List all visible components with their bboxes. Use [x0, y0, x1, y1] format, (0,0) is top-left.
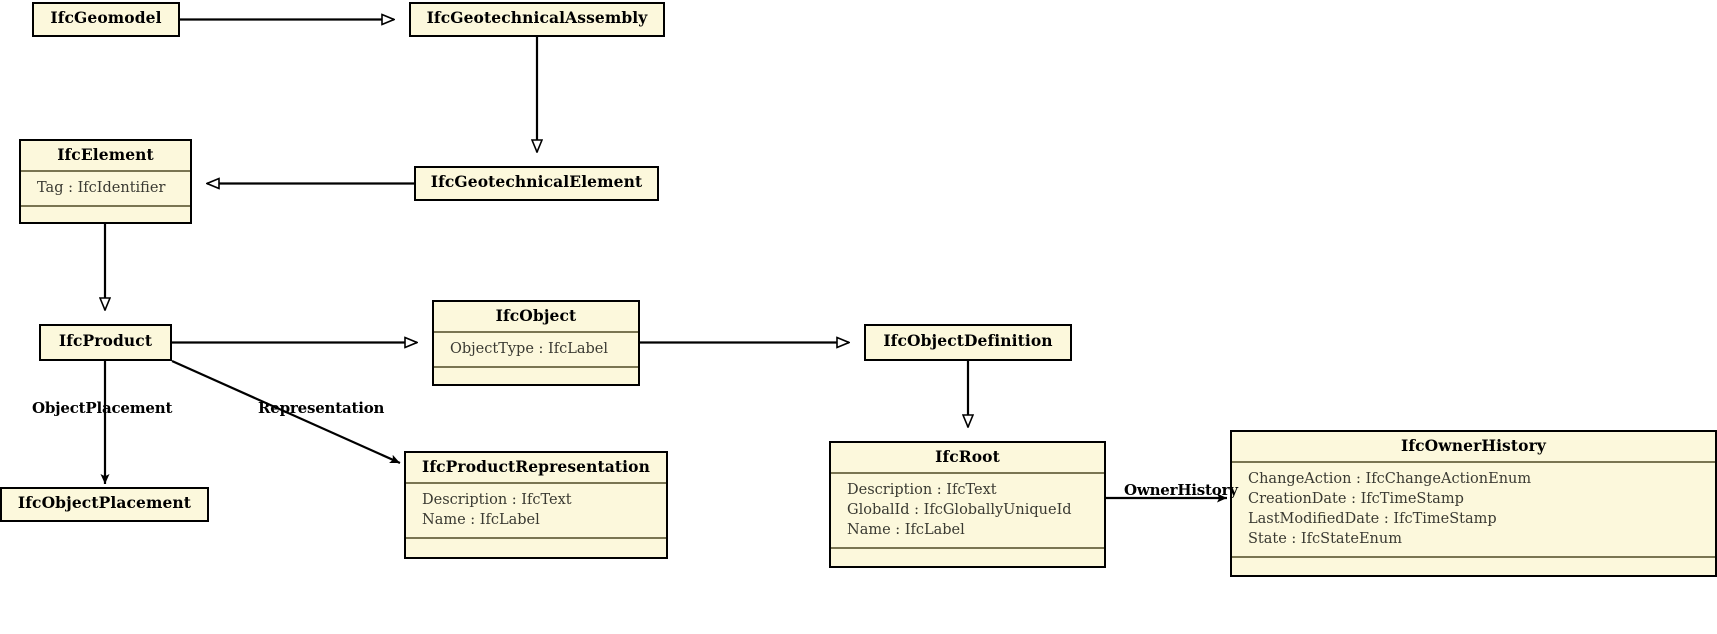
attribute-row: Description : IfcText [422, 492, 572, 509]
class-box-ifc-geomodel[interactable]: IfcGeomodel [32, 2, 180, 37]
attribute-row: LastModifiedDate : IfcTimeStamp [1248, 511, 1497, 528]
attribute-row: ObjectType : IfcLabel [450, 341, 609, 358]
class-title: IfcGeotechnicalElement [430, 172, 643, 191]
attribute-row: CreationDate : IfcTimeStamp [1248, 491, 1464, 508]
attribute-row: Name : IfcLabel [847, 522, 965, 539]
class-attributes: Description : IfcText Name : IfcLabel [406, 484, 666, 537]
class-attributes: Description : IfcText GlobalId : IfcGlob… [831, 474, 1104, 547]
class-box-ifc-product-representation[interactable]: IfcProductRepresentation Description : I… [404, 451, 668, 559]
compartment-separator [1232, 556, 1715, 559]
class-operations-empty [831, 549, 1104, 567]
compartment-separator [1232, 461, 1715, 464]
edge-label-object-placement: ObjectPlacement [32, 399, 173, 417]
class-operations-empty [434, 368, 638, 386]
attribute-row: Description : IfcText [847, 482, 997, 499]
class-box-ifc-object[interactable]: IfcObject ObjectType : IfcLabel [432, 300, 640, 386]
class-box-ifc-root[interactable]: IfcRoot Description : IfcText GlobalId :… [829, 441, 1106, 568]
edge-label-owner-history: OwnerHistory [1124, 481, 1238, 499]
class-title: IfcElement [57, 145, 154, 164]
class-box-ifc-element[interactable]: IfcElement Tag : IfcIdentifier [19, 139, 192, 224]
compartment-separator [21, 205, 190, 208]
class-attributes: ChangeAction : IfcChangeActionEnum Creat… [1232, 463, 1715, 556]
class-title: IfcObject [495, 306, 577, 325]
class-title: IfcObjectDefinition [883, 331, 1053, 350]
compartment-separator [21, 170, 190, 173]
class-box-ifc-product[interactable]: IfcProduct [39, 324, 172, 361]
compartment-separator [434, 366, 638, 369]
compartment-separator [434, 331, 638, 334]
attribute-row: Name : IfcLabel [422, 512, 540, 529]
compartment-separator [406, 482, 666, 485]
class-box-ifc-object-placement[interactable]: IfcObjectPlacement [0, 487, 209, 522]
class-operations-empty [21, 207, 190, 225]
class-attributes: ObjectType : IfcLabel [434, 333, 638, 366]
class-title: IfcProduct [58, 331, 153, 350]
class-title: IfcOwnerHistory [1401, 436, 1546, 455]
attribute-row: GlobalId : IfcGloballyUniqueId [847, 502, 1072, 519]
class-attributes: Tag : IfcIdentifier [21, 172, 190, 205]
class-title: IfcGeomodel [50, 8, 162, 27]
attribute-row: ChangeAction : IfcChangeActionEnum [1248, 471, 1532, 488]
compartment-separator [831, 547, 1104, 550]
class-title: IfcObjectPlacement [17, 493, 192, 512]
class-box-ifc-object-definition[interactable]: IfcObjectDefinition [864, 324, 1072, 361]
attribute-row: Tag : IfcIdentifier [37, 180, 166, 197]
class-box-ifc-geotechnical-element[interactable]: IfcGeotechnicalElement [414, 166, 659, 201]
class-title: IfcGeotechnicalAssembly [426, 8, 648, 27]
class-title: IfcRoot [935, 447, 1000, 466]
compartment-separator [406, 537, 666, 540]
class-box-ifc-owner-history[interactable]: IfcOwnerHistory ChangeAction : IfcChange… [1230, 430, 1717, 577]
compartment-separator [831, 472, 1104, 475]
class-operations-empty [1232, 558, 1715, 576]
class-box-ifc-geotechnical-assembly[interactable]: IfcGeotechnicalAssembly [409, 2, 665, 37]
class-title: IfcProductRepresentation [422, 457, 650, 476]
edge-label-representation: Representation [258, 399, 385, 417]
class-operations-empty [406, 539, 666, 557]
attribute-row: State : IfcStateEnum [1248, 531, 1402, 548]
